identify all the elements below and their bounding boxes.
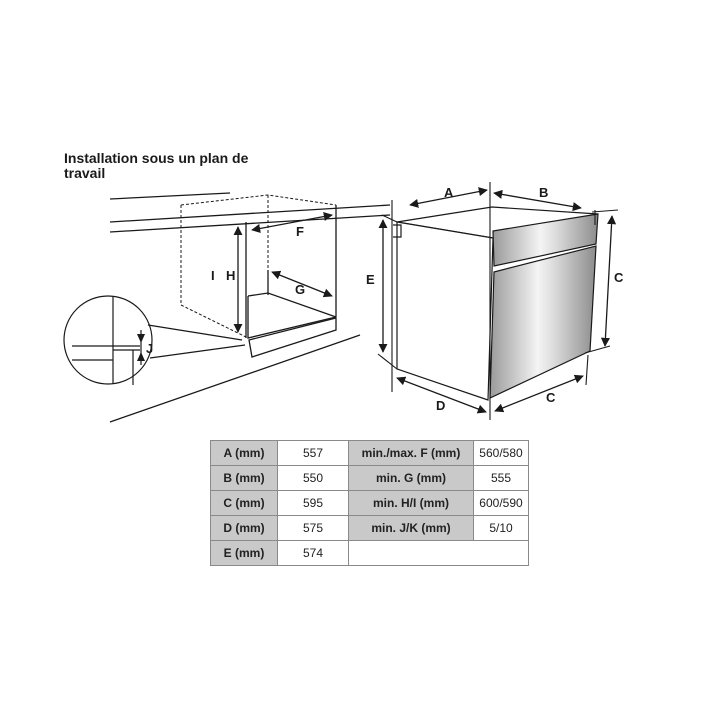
cell-key: D (mm): [210, 515, 278, 541]
worktop-lines: [109, 192, 391, 423]
cell-value: 560/580: [473, 440, 529, 466]
label-J: J: [146, 341, 153, 356]
label-I: I: [211, 268, 215, 283]
label-C-width: C: [546, 390, 556, 405]
cell-value: 555: [473, 465, 529, 491]
label-A: A: [444, 185, 454, 200]
label-D: D: [436, 398, 445, 413]
table-row: D (mm) 575 min. J/K (mm) 5/10: [210, 515, 529, 541]
cell-key: A (mm): [210, 440, 278, 466]
label-C-height: C: [614, 270, 624, 285]
label-E: E: [366, 272, 375, 287]
oven: [393, 206, 599, 401]
oven-extension-lines: [377, 182, 619, 420]
niche-dimension-arrows: [233, 212, 333, 333]
table-row: B (mm) 550 min. G (mm) 555: [210, 465, 529, 491]
cell-key: min. H/I (mm): [348, 490, 474, 516]
label-G: G: [295, 282, 305, 297]
cell-value: 550: [277, 465, 349, 491]
dimensions-table: A (mm) 557 min./max. F (mm) 560/580 B (m…: [210, 440, 529, 566]
table-row: C (mm) 595 min. H/I (mm) 600/590: [210, 490, 529, 516]
title-line-2: travail: [64, 165, 106, 181]
cell-value: 575: [277, 515, 349, 541]
cell-key: C (mm): [210, 490, 278, 516]
cell-key: min./max. F (mm): [348, 440, 474, 466]
cell-key: E (mm): [210, 540, 278, 566]
label-F: F: [296, 224, 304, 239]
cell-value: 595: [277, 490, 349, 516]
cell-key: min. G (mm): [348, 465, 474, 491]
empty-cell: [348, 540, 529, 566]
cell-value: 574: [277, 540, 349, 566]
cell-key: min. J/K (mm): [348, 515, 474, 541]
label-H: H: [226, 268, 235, 283]
label-B: B: [539, 185, 548, 200]
cell-value: 600/590: [473, 490, 529, 516]
title-line-1: Installation sous un plan de: [64, 150, 249, 166]
cabinet-niche: [245, 205, 337, 358]
table-row: E (mm) 574: [210, 540, 529, 566]
page-title: Installation sous un plan de travail: [64, 151, 304, 181]
cell-value: 557: [277, 440, 349, 466]
cell-value: 5/10: [473, 515, 529, 541]
oven-dimension-arrows: [378, 187, 617, 414]
detail-magnifier: [63, 295, 246, 385]
table-row: A (mm) 557 min./max. F (mm) 560/580: [210, 440, 529, 466]
cell-key: B (mm): [210, 465, 278, 491]
